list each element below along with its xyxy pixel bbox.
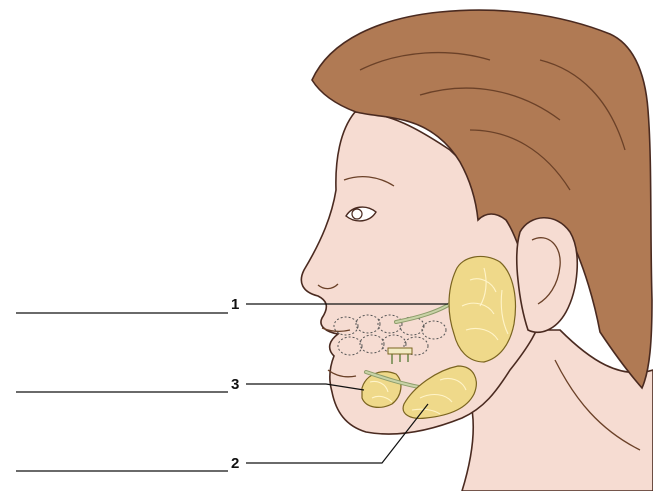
- hair-strand: [469, 129, 571, 191]
- sublingual-duct-bar: [387, 347, 413, 355]
- label-number-3: 3: [231, 376, 239, 393]
- leader-line-2: [246, 403, 429, 464]
- submandibular-gland: [402, 365, 477, 419]
- eyebrow: [343, 175, 395, 187]
- hair-strand: [539, 59, 626, 151]
- ear-helix: [531, 237, 561, 305]
- nostril: [317, 283, 339, 290]
- leader-line-3: [246, 383, 365, 391]
- chin-crease: [327, 369, 357, 378]
- label-number-1: 1: [231, 296, 239, 313]
- mouth-line: [321, 327, 351, 332]
- label-number-2: 2: [231, 455, 239, 472]
- hair: [311, 9, 653, 390]
- hair-strand: [419, 87, 561, 121]
- parotid-gland: [448, 255, 517, 363]
- hair-strand: [359, 51, 491, 71]
- ear: [515, 217, 579, 334]
- iris: [351, 208, 363, 220]
- neck-fold: [554, 359, 641, 451]
